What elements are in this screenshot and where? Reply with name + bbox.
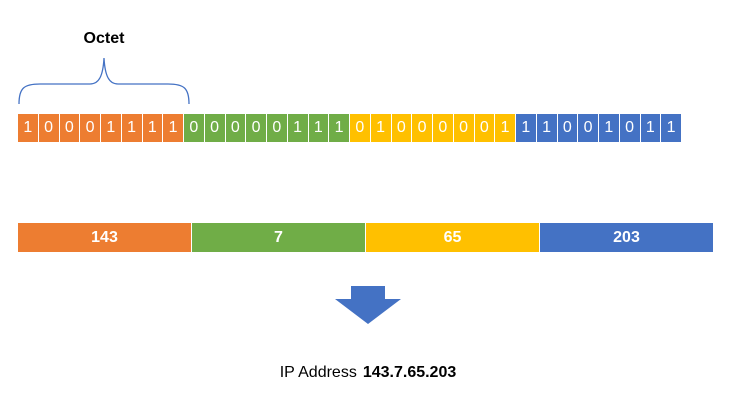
bit-cell: 0 xyxy=(453,114,475,142)
bit-cell: 1 xyxy=(599,114,620,142)
bit-cell: 1 xyxy=(640,114,662,142)
bit-cell: 1 xyxy=(536,114,558,142)
bit-cell: 0 xyxy=(412,114,433,142)
bit-cell: 1 xyxy=(287,114,309,142)
bit-cell: 0 xyxy=(474,114,496,142)
bit-cell: 1 xyxy=(101,114,122,142)
bit-cell: 0 xyxy=(246,114,267,142)
bit-cell: 0 xyxy=(267,114,288,142)
ip-address-value: 143.7.65.203 xyxy=(362,364,457,381)
bit-cell: 1 xyxy=(370,114,392,142)
down-arrow-icon xyxy=(335,286,401,324)
decimal-octet-cell: 65 xyxy=(366,223,540,252)
octet-label: Octet xyxy=(83,30,125,47)
bit-cell: 0 xyxy=(391,114,413,142)
bit-cell: 0 xyxy=(433,114,454,142)
bit-cell: 0 xyxy=(578,114,599,142)
bit-cell: 1 xyxy=(308,114,330,142)
bit-cell: 0 xyxy=(38,114,60,142)
decimal-octet-cell: 7 xyxy=(192,223,366,252)
bit-cell: 1 xyxy=(163,114,184,142)
bit-cell: 1 xyxy=(495,114,516,142)
decimal-octet-cell: 203 xyxy=(540,223,714,252)
bit-cell: 0 xyxy=(619,114,641,142)
bit-cell: 0 xyxy=(225,114,247,142)
ip-address-line: IP Address 143.7.65.203 xyxy=(0,364,736,382)
bit-cell: 0 xyxy=(59,114,81,142)
bit-cell: 1 xyxy=(661,114,682,142)
bit-cell: 1 xyxy=(142,114,164,142)
bit-cell: 1 xyxy=(516,114,537,142)
decimal-octet-cell: 143 xyxy=(18,223,192,252)
octet-brace xyxy=(18,57,190,105)
bit-cell: 1 xyxy=(121,114,143,142)
bit-cell: 0 xyxy=(184,114,205,142)
bit-cell: 0 xyxy=(204,114,226,142)
bit-cell: 0 xyxy=(557,114,579,142)
bit-cell: 1 xyxy=(329,114,350,142)
bit-cell: 0 xyxy=(350,114,371,142)
ip-address-label: IP Address xyxy=(279,364,357,381)
bit-cell: 0 xyxy=(80,114,101,142)
bit-cell: 1 xyxy=(18,114,39,142)
